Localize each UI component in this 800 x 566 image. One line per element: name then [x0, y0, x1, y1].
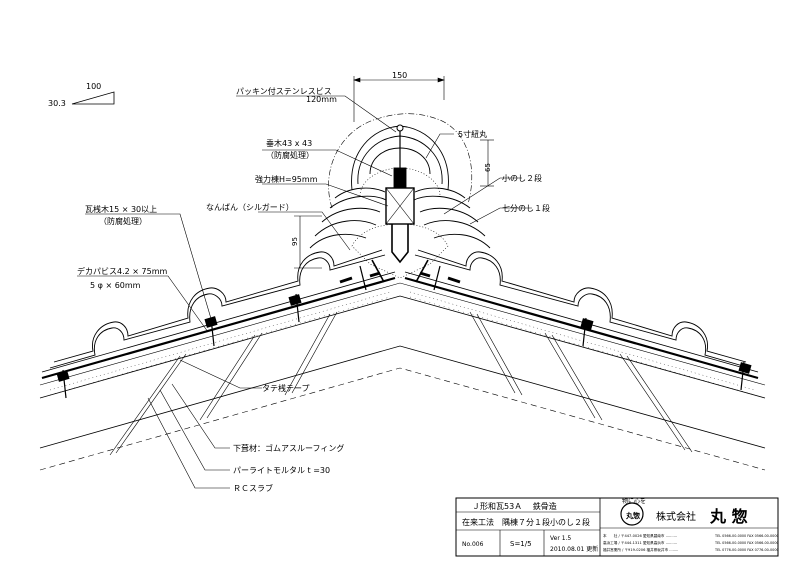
- label-slab: ＲＣスラブ: [233, 483, 273, 493]
- battens-and-screws: [56, 271, 752, 399]
- slab-hatching: [109, 311, 693, 456]
- label-small-noshi: 小のし２段: [502, 173, 542, 183]
- mortar-layer: [49, 291, 756, 396]
- dim-95: 95: [291, 237, 299, 246]
- dim-screw-length: 120mm: [306, 95, 337, 104]
- label-rafter-treatment: （防腐処理）: [266, 150, 314, 160]
- dim-65: 65: [484, 163, 492, 172]
- slope-indicator: 100 30.3: [48, 82, 115, 108]
- address-3: 福井営業所 / 〒919-0206 福井県坂井市 ........: [603, 547, 678, 552]
- title-block-text: Ｊ形和瓦53Ａ 鉄骨造 在来工法 隅棟７分１段小のし２段 No.006 S=1/…: [462, 497, 779, 553]
- label-rafter: 垂木43 x 43: [266, 138, 312, 148]
- label-screw-spec-1: デカパビス4.2 × 75mm: [77, 266, 167, 276]
- label-screw-spec-2: 5 φ × 60mm: [90, 281, 141, 290]
- dim-top-width: 150: [392, 71, 407, 80]
- slope-run: 100: [86, 82, 101, 91]
- label-tape: タテ桟テープ: [262, 383, 310, 393]
- address-2: 高浜工場 / 〒444-1311 愛知県高浜市 ..........: [603, 540, 677, 545]
- tel-1: TEL 0566-00-0000 FAX 0566-00-0000: [714, 534, 779, 538]
- address-1: 本 社 / 〒447-0026 愛知県碧南市 ..........: [603, 533, 677, 538]
- company-seal: 丸惣: [625, 511, 640, 520]
- dimension-lines: [294, 76, 494, 269]
- slope-rise: 30.3: [48, 99, 66, 108]
- label-batten-treatment: （防腐処理）: [99, 216, 147, 226]
- drawing-date: 2010.08.01 更新: [550, 545, 598, 553]
- rc-slab: [39, 282, 766, 471]
- company-type: 株式会社: [656, 510, 696, 523]
- label-cap-tile: 5寸紐丸: [458, 129, 487, 139]
- label-seven-noshi: 七分のし１段: [502, 203, 550, 213]
- annotations: パッキン付ステンレスビス 垂木43 x 43 （防腐処理） 強力棟H=95mm …: [77, 86, 550, 493]
- label-underlay: 下葺材：ゴムアスルーフィング: [233, 443, 344, 453]
- drawing-version: Ver 1.5: [550, 535, 571, 542]
- label-ridge-beam: 強力棟H=95mm: [255, 174, 318, 184]
- drawing-number: No.006: [462, 541, 484, 548]
- tel-2: TEL 0566-00-0000 FAX 0566-00-0000: [714, 541, 779, 545]
- label-nanban: なんばん（シルガード）: [206, 202, 294, 212]
- label-mortar: パーライトモルタル t =30: [233, 466, 330, 475]
- label-batten: 瓦桟木15 × 30以上: [85, 204, 157, 214]
- company-motto: 物に心を: [622, 497, 646, 505]
- label-packing-screw: パッキン付ステンレスビス: [236, 86, 332, 96]
- underlay-roofing: [41, 271, 759, 380]
- title-block: [455, 497, 779, 557]
- ridge-assembly: [309, 113, 491, 291]
- tel-3: TEL 0776-00-0000 FAX 0776-00-0000: [714, 548, 779, 552]
- company-brand: 丸 惣: [709, 507, 748, 526]
- drawing-scale: S=1/5: [510, 540, 532, 548]
- title-row-2: 在来工法 隅棟７分１段小のし２段: [462, 517, 590, 527]
- roof-tiles-left: [49, 249, 386, 369]
- leader-lines: [77, 95, 532, 489]
- title-row-1: Ｊ形和瓦53Ａ 鉄骨造: [472, 501, 557, 511]
- roof-tiles-right: [414, 249, 751, 369]
